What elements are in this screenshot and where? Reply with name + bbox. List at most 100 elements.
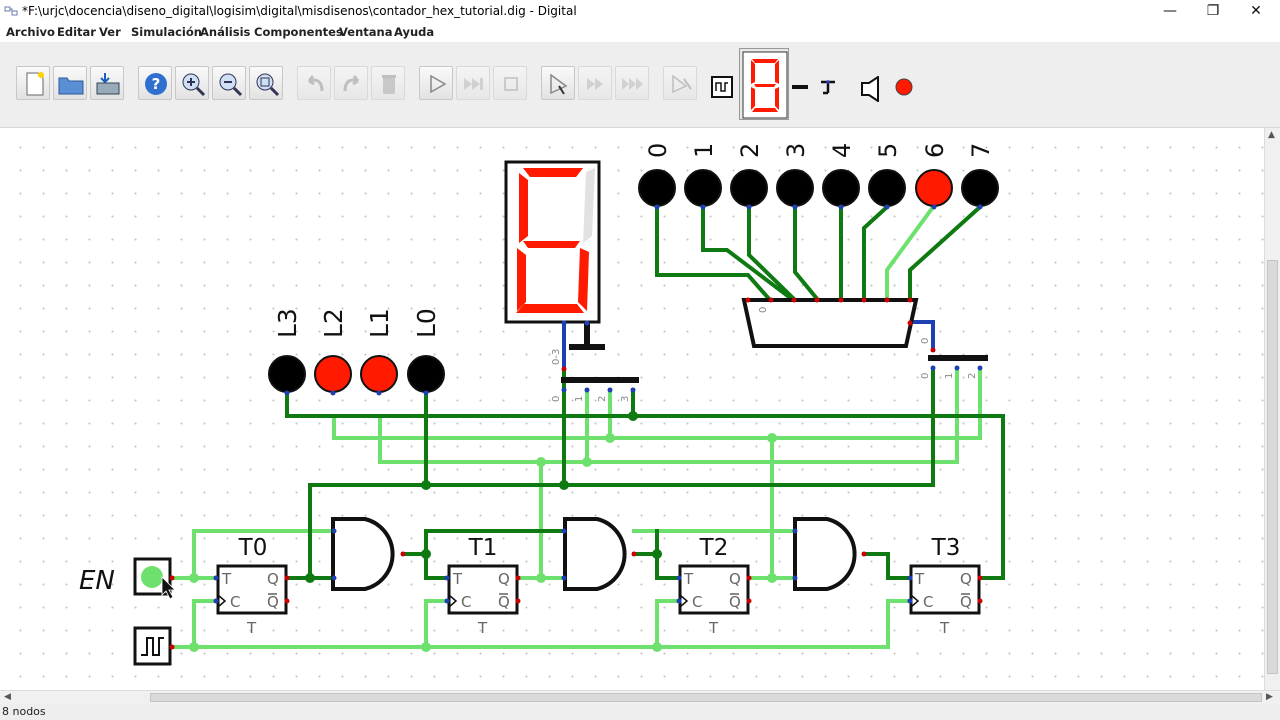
flipflops[interactable] (216, 564, 981, 615)
tunnel-icon (821, 80, 835, 95)
t1-label: T1 (468, 535, 498, 561)
ff2-nq-pin: Q (729, 593, 741, 611)
scroll-left-icon[interactable]: ◀ (4, 692, 11, 702)
led-label-l2: L2 (319, 308, 348, 338)
status-bar: 8 nodos (0, 704, 1280, 720)
ff3-type: T (939, 619, 950, 637)
led-button[interactable] (893, 76, 915, 98)
folder-icon (58, 77, 84, 95)
zoom-out-icon (219, 73, 243, 97)
wire-button[interactable] (790, 76, 812, 98)
menu-ver[interactable]: Ver (99, 25, 121, 39)
minimize-button[interactable]: — (1163, 3, 1177, 19)
analyze-button[interactable] (663, 66, 697, 100)
scroll-right-icon[interactable]: ▶ (1266, 692, 1273, 702)
decoder-led-label-5: 5 (874, 143, 902, 158)
decoder-led-label-7: 7 (967, 143, 995, 158)
led-l1 (360, 355, 398, 393)
zoom-fit-icon (256, 73, 280, 97)
zoom-out-button[interactable] (212, 66, 246, 100)
redo-button[interactable] (334, 66, 368, 100)
menu-componentes[interactable]: Componentes (254, 25, 343, 39)
ff3-nq-pin: Q (960, 593, 972, 611)
close-button[interactable]: ✕ (1250, 3, 1262, 19)
decoder-out-label: 0 (920, 338, 931, 344)
splitter-bit3: 3 (620, 396, 631, 402)
vertical-scrollbar[interactable]: ▲ (1264, 128, 1280, 690)
run-button[interactable] (419, 66, 453, 100)
stop-icon (504, 77, 518, 91)
step-cursor-button[interactable] (541, 66, 575, 100)
tunnel-button[interactable] (817, 76, 839, 98)
restore-button[interactable]: ❐ (1206, 3, 1220, 19)
zoom-in-icon (182, 73, 206, 97)
mux-bit1: 1 (944, 373, 955, 379)
scroll-up-icon[interactable]: ▲ (1268, 130, 1275, 140)
splitter-range-label: 0-3 (551, 349, 562, 365)
clock-button[interactable] (711, 76, 733, 98)
new-file-icon (26, 72, 44, 96)
step-fast-button[interactable] (615, 66, 649, 100)
splitter-bit1: 1 (574, 396, 585, 402)
stop-button[interactable] (493, 66, 527, 100)
undo-button[interactable] (297, 66, 331, 100)
led-l3 (268, 355, 306, 393)
ff1-nq-pin: Q (498, 593, 510, 611)
led-label-l0: L0 (412, 308, 441, 338)
help-button[interactable]: ? (138, 66, 172, 100)
open-button[interactable] (53, 66, 87, 100)
menu-ventana[interactable]: Ventana (339, 25, 393, 39)
zoom-fit-button[interactable] (249, 66, 283, 100)
new-file-button[interactable] (16, 66, 50, 100)
horizontal-scroll-thumb[interactable] (150, 693, 1262, 702)
seven-segment-display[interactable] (504, 160, 601, 324)
menu-bar: Archivo Editar Ver Simulación Análisis C… (0, 22, 1280, 42)
seven-segment-button[interactable] (739, 48, 789, 120)
ff0-type: T (246, 619, 257, 637)
save-button[interactable] (90, 66, 124, 100)
ff0-t-pin: T (221, 570, 232, 588)
seven-segment-icon (742, 51, 788, 119)
led-l0 (407, 355, 445, 393)
window-title: *F:\urjc\docencia\diseno_digital\logisim… (22, 4, 577, 18)
fast-forward-button[interactable] (456, 66, 490, 100)
ff0-q-pin: Q (267, 570, 279, 588)
ff2-q-pin: Q (729, 570, 741, 588)
t3-label: T3 (931, 535, 961, 561)
step-button[interactable] (578, 66, 612, 100)
decoder[interactable] (741, 298, 919, 348)
decoder-led-label-6: 6 (921, 143, 949, 158)
ff1-q-pin: Q (498, 570, 510, 588)
menu-ayuda[interactable]: Ayuda (394, 25, 435, 39)
delete-button[interactable] (371, 66, 405, 100)
cursor-step-icon (550, 73, 568, 95)
decoder-led-2 (730, 169, 768, 207)
speaker-button[interactable] (858, 75, 880, 103)
title-bar: *F:\urjc\docencia\diseno_digital\logisim… (0, 0, 1280, 22)
play-icon (430, 74, 447, 94)
zoom-in-button[interactable] (175, 66, 209, 100)
decoder-led-label-2: 2 (736, 143, 764, 158)
decoder-led-7 (961, 169, 999, 207)
ff1-c-pin: C (461, 593, 471, 611)
vertical-scroll-thumb[interactable] (1267, 260, 1278, 674)
decoder-led-label-4: 4 (828, 143, 856, 158)
clock-icon (711, 76, 733, 98)
mux-bit2: 2 (967, 373, 978, 379)
low-wires (285, 204, 1005, 580)
decoder-led-5 (868, 169, 906, 207)
menu-editar[interactable]: Editar (57, 25, 96, 39)
menu-simulacion[interactable]: Simulación (131, 25, 202, 39)
menu-archivo[interactable]: Archivo (6, 25, 55, 39)
inputs[interactable] (133, 557, 176, 666)
menu-analisis[interactable]: Análisis (200, 25, 251, 39)
horizontal-scrollbar[interactable]: ◀ ▶ (0, 690, 1280, 704)
and-gates[interactable] (331, 517, 857, 591)
pin-dots (169, 297, 983, 650)
decoder-led-label-0: 0 (644, 143, 672, 158)
save-icon (96, 73, 120, 95)
